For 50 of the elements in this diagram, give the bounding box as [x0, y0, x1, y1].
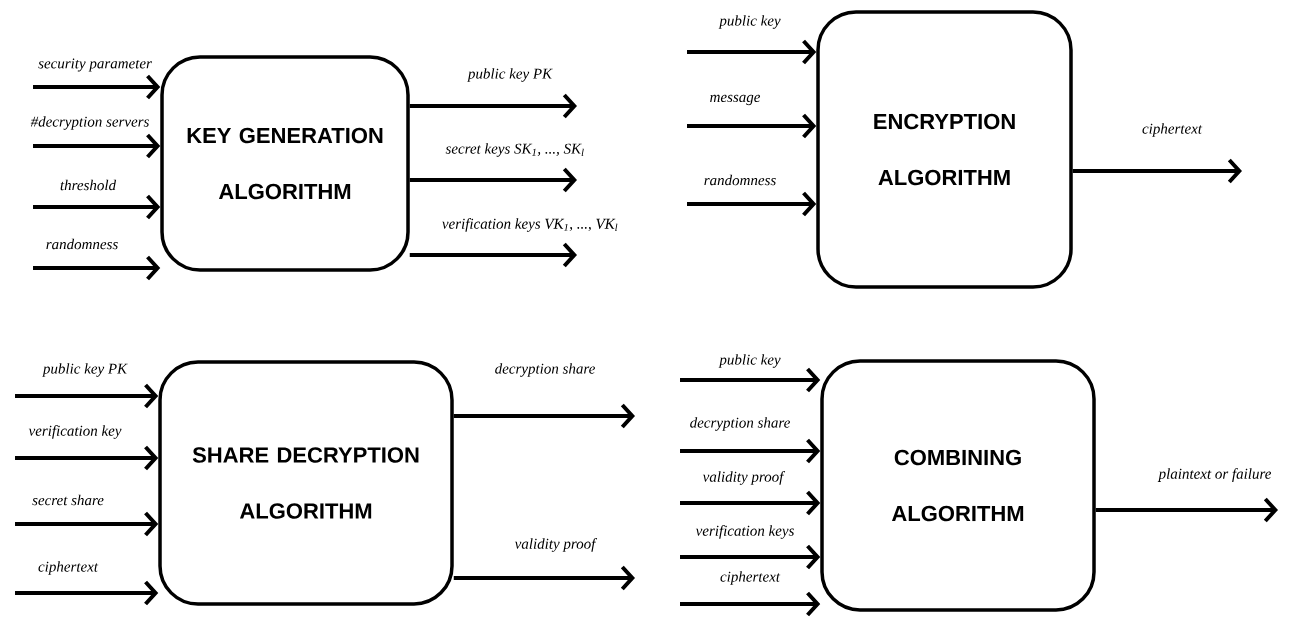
edge-label: ciphertext: [720, 571, 781, 585]
process-box: KEY GENERATION ALGORITHM: [160, 55, 410, 272]
edge-label: validity proof: [702, 471, 786, 485]
edge-label: public key PK: [467, 68, 553, 82]
arrow: [680, 591, 821, 617]
process-box: COMBINING ALGORITHM: [820, 359, 1096, 612]
edge-label: verification key: [28, 425, 122, 439]
edge-label: message: [710, 94, 761, 106]
edge-label: public key: [718, 15, 781, 29]
edge-label: ciphertext: [38, 561, 99, 575]
edge-label: public key PK: [42, 363, 128, 377]
arrow: [453, 565, 635, 591]
edge-label: #decryption servers: [30, 116, 149, 130]
edge-label: secret keys SK$_{1}$, ..., SK$_{l}$: [445, 143, 584, 157]
edge-label: decryption share: [495, 363, 595, 377]
edge-label: public key: [718, 354, 781, 368]
arrow: [687, 191, 817, 217]
arrow: [15, 445, 159, 471]
arrow: [15, 383, 159, 409]
arrow: [680, 438, 821, 464]
edge-label: security parameter: [38, 58, 152, 72]
process-box: SHARE DECRYPTION ALGORITHM: [158, 360, 454, 606]
edge-label: secret share: [32, 494, 104, 506]
edge-label: verification keys: [695, 525, 794, 539]
arrow: [453, 403, 635, 429]
arrow: [33, 255, 161, 281]
arrow: [33, 194, 161, 220]
edge-label: plaintext or failure: [1157, 468, 1272, 482]
arrow: [1095, 497, 1278, 523]
arrow: [680, 367, 821, 393]
arrow: [15, 580, 159, 606]
process-box: ENCRYPTION ALGORITHM: [816, 10, 1073, 289]
edge-label: threshold: [60, 179, 117, 191]
edge-label: decryption share: [690, 417, 790, 431]
arrow: [680, 544, 821, 570]
arrow: [33, 133, 161, 159]
arrow: [409, 93, 577, 119]
edge-label: randomness: [46, 238, 118, 250]
arrow: [409, 167, 577, 193]
edge-label: validity proof: [514, 538, 598, 552]
arrow: [409, 242, 577, 268]
arrow: [33, 74, 161, 100]
arrow: [680, 490, 821, 516]
edge-label: verification keys VK$_{1}$, ..., VK$_{l}$: [442, 218, 618, 232]
edge-label: randomness: [704, 174, 776, 186]
edge-label: ciphertext: [1142, 123, 1203, 137]
arrow: [687, 113, 817, 139]
arrow: [15, 511, 159, 537]
arrow: [687, 39, 817, 65]
arrow: [1072, 158, 1242, 184]
